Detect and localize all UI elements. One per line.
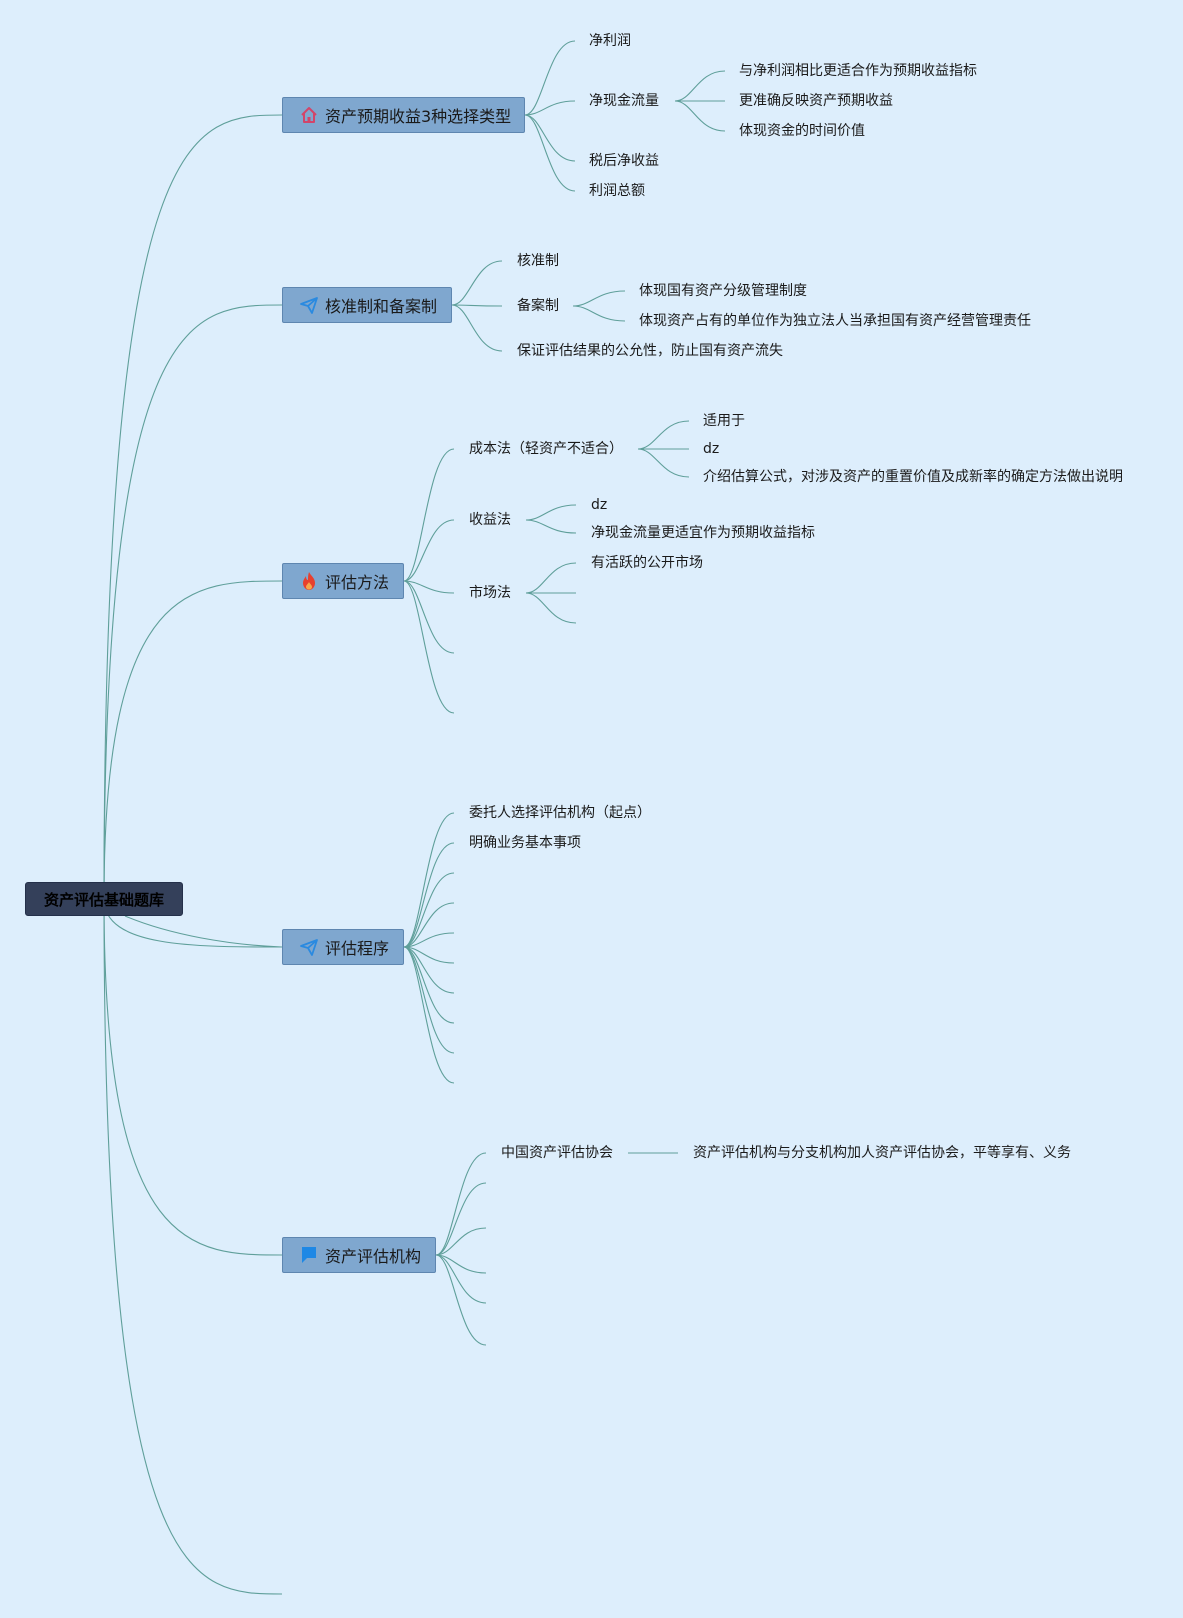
branch-child-connector: [524, 114, 576, 162]
branch-child-connector: [524, 100, 576, 116]
branch-child-connector: [435, 1254, 487, 1346]
child-subchild-connector: [525, 504, 577, 521]
node-income-approach[interactable]: 收益法: [469, 512, 511, 528]
branch-label: 资产评估机构: [325, 1247, 422, 1266]
child-subchild-connector: [674, 100, 726, 132]
node-formula-description[interactable]: 介绍估算公式，对涉及资产的重置价值及成新率的确定方法做出说明: [703, 469, 1123, 485]
branch-child-connector: [435, 1227, 487, 1256]
branch-child-connector: [403, 580, 455, 714]
branch-valuation-methods[interactable]: 评估方法: [282, 563, 404, 599]
paper-plane-icon: [299, 937, 319, 957]
paper-plane-icon: [299, 295, 319, 315]
node-dz[interactable]: dz: [591, 497, 608, 513]
node-client-selects-agency[interactable]: 委托人选择评估机构（起点）: [469, 805, 651, 821]
branch-child-connector: [403, 902, 455, 948]
root-branch-connector: [103, 898, 283, 1256]
child-subchild-connector: [637, 420, 690, 450]
node-active-public-market[interactable]: 有活跃的公开市场: [591, 555, 703, 571]
root-branch-connector: [103, 898, 283, 1595]
root-branch-connector: [103, 304, 283, 900]
node-dz[interactable]: dz: [703, 441, 720, 457]
node-cost-approach[interactable]: 成本法（轻资产不适合）: [469, 441, 623, 457]
child-subchild-connector: [525, 519, 577, 534]
child-subchild-connector: [572, 290, 626, 307]
branch-child-connector: [403, 580, 455, 654]
branch-child-connector: [403, 946, 455, 994]
node-independent-legal-entity[interactable]: 体现资产占有的单位作为独立法人当承担国有资产经营管理责任: [639, 313, 1031, 329]
node-membership-rights[interactable]: 资产评估机构与分支机构加人资产评估协会，平等享有、义务: [693, 1145, 1071, 1161]
branch-child-connector: [451, 304, 503, 352]
flag-icon: [299, 1245, 319, 1265]
node-more-suitable-indicator[interactable]: 与净利润相比更适合作为预期收益指标: [739, 63, 977, 79]
branch-child-connector: [524, 114, 576, 192]
child-subchild-connector: [572, 305, 626, 322]
branch-child-connector: [435, 1182, 487, 1256]
branch-child-connector: [451, 260, 503, 306]
branch-label: 资产预期收益3种选择类型: [325, 107, 512, 126]
node-cash-flow-indicator[interactable]: 净现金流量更适宜作为预期收益指标: [591, 525, 815, 541]
root-branch-connector: [103, 580, 283, 900]
root-branch-connector: [103, 114, 283, 900]
branch-child-connector: [435, 1254, 487, 1304]
branch-valuation-agency[interactable]: 资产评估机构: [282, 1237, 436, 1273]
node-after-tax-income[interactable]: 税后净收益: [589, 153, 659, 169]
node-total-profit[interactable]: 利润总额: [589, 183, 645, 199]
branch-label: 核准制和备案制: [325, 297, 438, 316]
branch-child-connector: [435, 1152, 487, 1256]
branch-label: 评估方法: [325, 573, 390, 592]
node-net-cash-flow[interactable]: 净现金流量: [589, 93, 659, 109]
branch-expected-return-types[interactable]: 资产预期收益3种选择类型: [282, 97, 525, 133]
child-subchild-connector: [674, 70, 726, 102]
branch-child-connector: [403, 872, 455, 948]
node-more-accurate[interactable]: 更准确反映资产预期收益: [739, 93, 893, 109]
node-time-value[interactable]: 体现资金的时间价值: [739, 123, 865, 139]
branch-child-connector: [524, 40, 576, 116]
node-approval-system[interactable]: 核准制: [517, 253, 559, 269]
node-tiered-management[interactable]: 体现国有资产分级管理制度: [639, 283, 807, 299]
node-clarify-business-matters[interactable]: 明确业务基本事项: [469, 835, 581, 851]
node-net-profit[interactable]: 净利润: [589, 33, 631, 49]
child-subchild-connector: [525, 592, 577, 624]
branch-child-connector: [403, 448, 455, 582]
branch-child-connector: [403, 519, 455, 582]
node-china-appraisal-association[interactable]: 中国资产评估协会: [501, 1145, 613, 1161]
branch-child-connector: [451, 304, 503, 307]
branch-child-connector: [403, 842, 455, 948]
root-branch-connector: [124, 915, 283, 948]
node-fairness[interactable]: 保证评估结果的公允性，防止国有资产流失: [517, 343, 783, 359]
child-subchild-connector: [637, 448, 690, 478]
root-topic[interactable]: 资产评估基础题库: [25, 882, 183, 916]
branch-child-connector: [403, 812, 455, 948]
branch-label: 评估程序: [325, 939, 390, 958]
child-subchild-connector: [525, 562, 577, 594]
home-icon: [299, 105, 319, 125]
node-market-approach[interactable]: 市场法: [469, 585, 511, 601]
node-applicable-to[interactable]: 适用于: [703, 413, 745, 429]
branch-child-connector: [403, 946, 455, 1084]
branch-child-connector: [403, 580, 455, 594]
root-topic-label: 资产评估基础题库: [43, 890, 164, 909]
branch-child-connector: [403, 932, 455, 948]
branch-valuation-procedure[interactable]: 评估程序: [282, 929, 404, 965]
node-filing-system[interactable]: 备案制: [517, 298, 559, 314]
flame-icon: [299, 571, 319, 591]
branch-approval-filing[interactable]: 核准制和备案制: [282, 287, 452, 323]
